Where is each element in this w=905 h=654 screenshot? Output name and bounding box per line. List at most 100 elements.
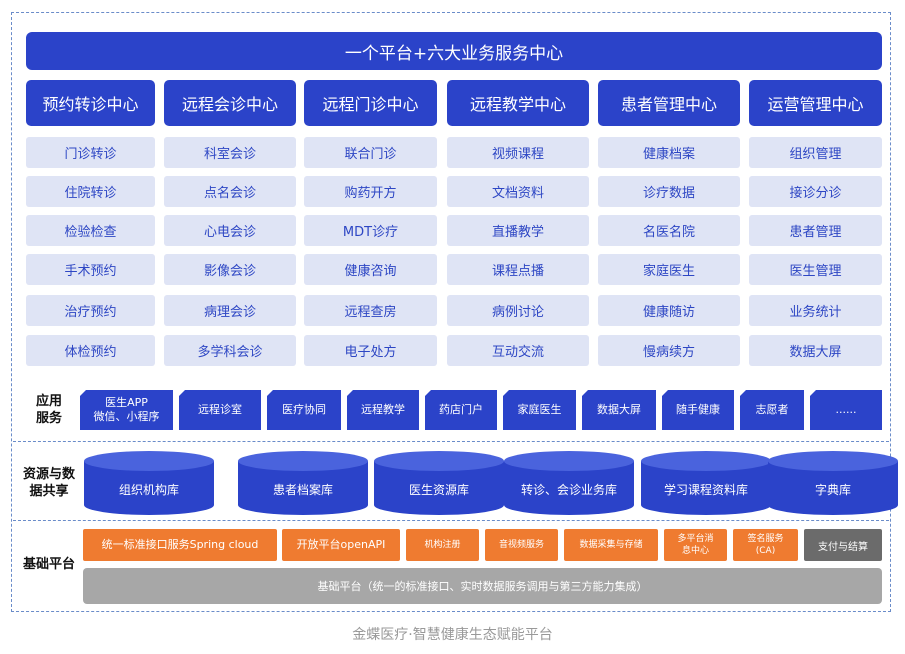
center-item: 健康咨询 bbox=[304, 254, 437, 285]
foundation-module: 数据采集与存储 bbox=[564, 529, 658, 561]
foundation-module: 统一标准接口服务Spring cloud bbox=[83, 529, 277, 561]
module-label: 数据采集与存储 bbox=[579, 540, 643, 550]
foundation-module: 音视频服务 bbox=[485, 529, 558, 561]
foundation-module: 机构注册 bbox=[406, 529, 479, 561]
platform-banner: 一个平台+六大业务服务中心 bbox=[26, 32, 882, 70]
database-cylinder: 医生资源库 bbox=[374, 451, 504, 515]
database-label: 组织机构库 bbox=[118, 482, 179, 497]
database-label: 学习课程资料库 bbox=[663, 482, 748, 497]
center-title: 远程会诊中心 bbox=[181, 95, 278, 114]
app-service-label: 药店门户 bbox=[439, 403, 483, 416]
center-title: 预约转诊中心 bbox=[42, 95, 139, 114]
app-service-block: 医生APP 微信、小程序 bbox=[80, 390, 173, 430]
center-title: 运营管理中心 bbox=[767, 95, 864, 114]
app-service-label: 医疗协同 bbox=[282, 403, 326, 416]
module-label: 音视频服务 bbox=[498, 540, 544, 550]
base-platform-label: 基础平台（统一的标准接口、实时数据服务调用与第三方能力集成） bbox=[317, 580, 648, 593]
resources-label: 资源与数 据共享 bbox=[16, 466, 82, 500]
center-title: 远程教学中心 bbox=[469, 95, 566, 114]
label-line: 应用 bbox=[35, 394, 62, 409]
payment-module: 支付与结算 bbox=[804, 529, 882, 561]
section-divider bbox=[13, 520, 889, 521]
base-platform-bar: 基础平台（统一的标准接口、实时数据服务调用与第三方能力集成） bbox=[83, 568, 882, 604]
database-cylinder: 患者档案库 bbox=[238, 451, 368, 515]
center-item: 慢病续方 bbox=[598, 335, 740, 366]
database-cylinder: 转诊、会诊业务库 bbox=[504, 451, 634, 515]
app-service-label: 数据大屏 bbox=[597, 403, 641, 416]
app-service-label: ...... bbox=[835, 403, 857, 416]
module-label: (CA) bbox=[755, 546, 776, 556]
center-item: 业务统计 bbox=[749, 295, 882, 326]
database-cylinder: 学习课程资料库 bbox=[641, 451, 771, 515]
app-service-block: 家庭医生 bbox=[503, 390, 576, 430]
center-item: 组织管理 bbox=[749, 137, 882, 168]
app-service-block: ...... bbox=[810, 390, 882, 430]
module-label: 统一标准接口服务Spring cloud bbox=[101, 538, 259, 551]
database-label: 字典库 bbox=[814, 482, 851, 497]
center-item: 治疗预约 bbox=[26, 295, 155, 326]
app-service-block: 远程诊室 bbox=[179, 390, 261, 430]
center-header: 远程门诊中心 bbox=[304, 80, 437, 126]
figure-caption: 金蝶医疗·智慧健康生态赋能平台 bbox=[352, 627, 553, 643]
module-label: 支付与结算 bbox=[818, 541, 868, 553]
center-title: 患者管理中心 bbox=[620, 95, 717, 114]
app-service-label: 医生APP bbox=[105, 396, 148, 409]
app-service-block: 志愿者 bbox=[740, 390, 804, 430]
app-service-label: 志愿者 bbox=[755, 403, 789, 416]
app-service-block: 数据大屏 bbox=[582, 390, 656, 430]
label-line: 据共享 bbox=[29, 484, 69, 499]
center-item: 点名会诊 bbox=[164, 176, 296, 207]
app-service-label: 远程诊室 bbox=[198, 403, 242, 416]
center-header: 预约转诊中心 bbox=[26, 80, 155, 126]
database-label: 转诊、会诊业务库 bbox=[520, 482, 617, 497]
app-service-label: 远程教学 bbox=[361, 403, 405, 416]
center-item: 直播教学 bbox=[447, 215, 589, 246]
foundation-module: 开放平台openAPI bbox=[282, 529, 400, 561]
center-item: 诊疗数据 bbox=[598, 176, 740, 207]
center-item: 患者管理 bbox=[749, 215, 882, 246]
center-item: 手术预约 bbox=[26, 254, 155, 285]
app-service-label: 家庭医生 bbox=[517, 403, 562, 416]
label-line: 资源与数 bbox=[22, 467, 75, 482]
database-cylinder: 字典库 bbox=[768, 451, 898, 515]
module-label: 息中心 bbox=[681, 546, 709, 556]
center-item: 文档资料 bbox=[447, 176, 589, 207]
center-item: 心电会诊 bbox=[164, 215, 296, 246]
center-item: 互动交流 bbox=[447, 335, 589, 366]
center-item: 名医名院 bbox=[598, 215, 740, 246]
center-header: 远程会诊中心 bbox=[164, 80, 296, 126]
platform-banner-title: 一个平台+六大业务服务中心 bbox=[344, 43, 564, 64]
app-service-label: 微信、小程序 bbox=[93, 410, 160, 423]
app-service-block: 远程教学 bbox=[347, 390, 419, 430]
center-item: 购药开方 bbox=[304, 176, 437, 207]
center-item: 健康档案 bbox=[598, 137, 740, 168]
center-item: 医生管理 bbox=[749, 254, 882, 285]
app-service-block: 随手健康 bbox=[662, 390, 734, 430]
module-label: 多平台消 bbox=[677, 534, 714, 544]
center-item: 住院转诊 bbox=[26, 176, 155, 207]
diagram-frame bbox=[11, 12, 891, 612]
label-line: 服务 bbox=[35, 411, 62, 426]
center-item: 影像会诊 bbox=[164, 254, 296, 285]
section-divider bbox=[13, 441, 889, 442]
center-item: 数据大屏 bbox=[749, 335, 882, 366]
center-item: 远程查房 bbox=[304, 295, 437, 326]
foundation-label: 基础平台 bbox=[22, 557, 75, 572]
app-service-label: 随手健康 bbox=[676, 403, 720, 416]
center-item: 体检预约 bbox=[26, 335, 155, 366]
center-item: 检验检查 bbox=[26, 215, 155, 246]
center-item: 科室会诊 bbox=[164, 137, 296, 168]
center-item: 联合门诊 bbox=[304, 137, 437, 168]
center-item: 病理会诊 bbox=[164, 295, 296, 326]
app-services-label: 应用 服务 bbox=[24, 393, 74, 427]
center-header: 运营管理中心 bbox=[749, 80, 882, 126]
center-item: 课程点播 bbox=[447, 254, 589, 285]
center-item: 多学科会诊 bbox=[164, 335, 296, 366]
center-header: 远程教学中心 bbox=[447, 80, 589, 126]
module-label: 签名服务 bbox=[747, 534, 784, 544]
center-item: 接诊分诊 bbox=[749, 176, 882, 207]
foundation-module: 多平台消 息中心 bbox=[664, 529, 727, 561]
app-service-block: 医疗协同 bbox=[267, 390, 341, 430]
database-label: 患者档案库 bbox=[272, 482, 333, 497]
center-item: 病例讨论 bbox=[447, 295, 589, 326]
